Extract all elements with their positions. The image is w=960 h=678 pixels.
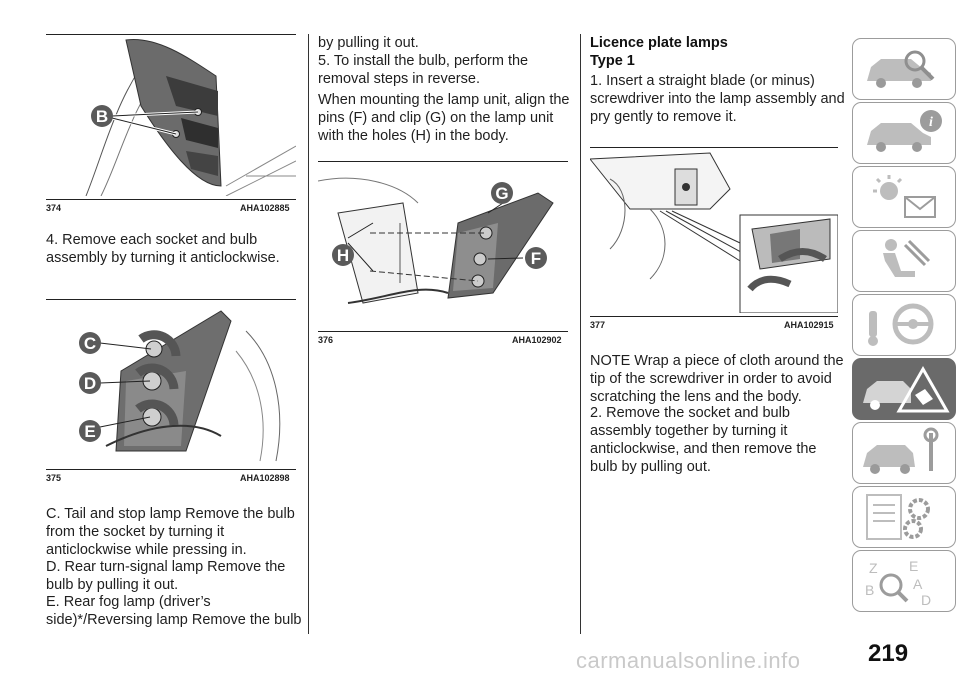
mounting-text: When mounting the lamp unit, align the p…	[318, 92, 570, 144]
column-divider-2	[580, 34, 581, 634]
svg-text:i: i	[929, 115, 933, 130]
figure-376-code: AHA102902	[512, 335, 562, 345]
figure-376-illustration: G H F	[318, 163, 568, 328]
tab-in-an-emergency[interactable]	[852, 358, 956, 420]
figure-375-illustration: C D E	[46, 301, 296, 467]
figure-374-bottom-rule	[46, 199, 296, 200]
figure-374-illustration: B	[46, 36, 296, 196]
continued-text: by pulling it out.	[318, 35, 419, 51]
svg-text:A: A	[913, 576, 923, 592]
callout-c-label: C	[84, 334, 96, 353]
callout-h-label: H	[337, 246, 349, 265]
callout-b-circle	[91, 105, 113, 127]
key-steering-wheel-icon	[868, 303, 934, 346]
figure-377-bottom-rule	[590, 316, 838, 317]
svg-text:Z: Z	[869, 560, 878, 576]
figure-375-code: AHA102898	[240, 473, 290, 483]
tab-technical-specifications[interactable]	[852, 486, 956, 548]
note-text: NOTE Wrap a piece of cloth around the ti…	[590, 353, 844, 405]
item-c-text: C. Tail and stop lamp Remove the bulb fr…	[46, 506, 295, 558]
alphabetical-index-icon: Z E B A D	[865, 558, 931, 608]
tab-car-search[interactable]	[852, 38, 956, 100]
section-heading: Licence plate lamps	[590, 35, 728, 51]
item-e-text: E. Rear fog lamp (driver’s side)*/Revers…	[46, 594, 302, 628]
figure-375-number: 375	[46, 473, 62, 483]
callout-b-label: B	[96, 107, 108, 126]
item-d-text: D. Rear turn-signal lamp Remove the bulb…	[46, 559, 286, 593]
svg-text:B: B	[865, 582, 874, 598]
car-info-icon: i	[867, 110, 942, 152]
callout-e-label: E	[84, 422, 95, 441]
figure-376-top-rule	[318, 161, 568, 162]
svg-text:E: E	[909, 558, 918, 574]
step-5-text: 5. To install the bulb, perform the remo…	[318, 53, 529, 87]
tab-safety[interactable]	[852, 230, 956, 292]
specifications-gear-icon	[866, 494, 930, 540]
figure-375-bottom-rule	[46, 469, 296, 470]
figure-377-code: AHA102915	[784, 320, 834, 330]
figure-376-number: 376	[318, 335, 334, 345]
figure-376-bottom-rule	[318, 331, 568, 332]
tab-warning-lights[interactable]	[852, 166, 956, 228]
car-wrench-icon	[863, 427, 939, 474]
warning-light-message-icon	[873, 175, 936, 218]
figure-375-top-rule	[46, 299, 296, 300]
callout-d-label: D	[84, 374, 96, 393]
svg-text:D: D	[921, 592, 931, 608]
watermark: carmanualsonline.info	[576, 648, 801, 673]
step-2-text: 2. Remove the socket and bulb assembly t…	[590, 405, 817, 475]
tab-starting-driving[interactable]	[852, 294, 956, 356]
subsection-heading: Type 1	[590, 53, 635, 69]
car-emergency-triangle-icon	[863, 365, 950, 413]
callout-f-label: F	[531, 249, 541, 268]
callout-g-label: G	[495, 184, 508, 203]
figure-377-illustration	[590, 149, 838, 313]
airbag-seat-icon	[883, 239, 931, 277]
figure-374-number: 374	[46, 203, 62, 213]
car-search-icon	[867, 50, 935, 88]
tab-servicing-maintenance[interactable]	[852, 422, 956, 484]
step-1-text: 1. Insert a straight blade (or minus) sc…	[590, 73, 845, 125]
column-divider-1	[308, 34, 309, 634]
page-number: 219	[868, 640, 909, 667]
figure-374-code: AHA102885	[240, 203, 290, 213]
step-4-text: 4. Remove each socket and bulb assembly …	[46, 232, 280, 266]
tab-alphabetical-index[interactable]: Z E B A D	[852, 550, 956, 612]
figure-377-top-rule	[590, 147, 838, 148]
figure-377-number: 377	[590, 320, 606, 330]
figure-374-top-rule	[46, 34, 296, 35]
tab-car-info[interactable]: i	[852, 102, 956, 164]
